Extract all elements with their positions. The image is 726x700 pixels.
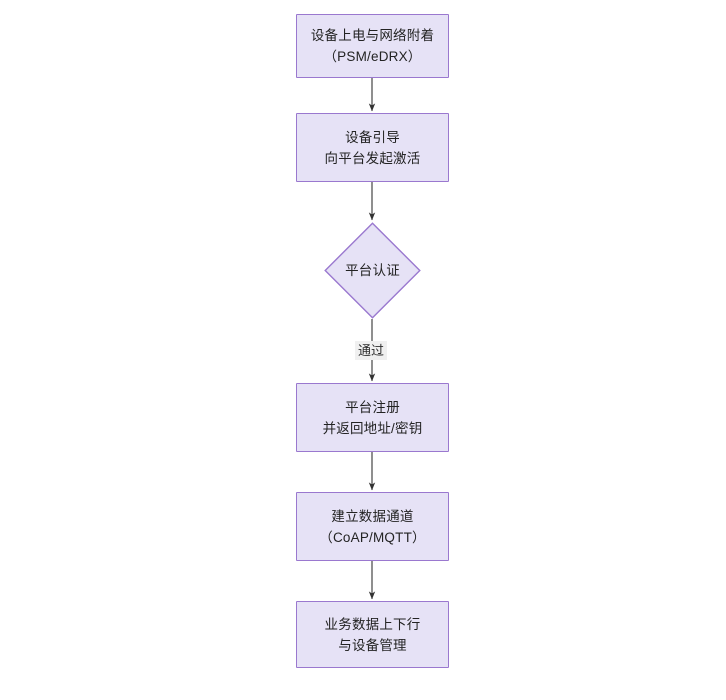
flow-node-label-line: 业务数据上下行 <box>324 616 421 632</box>
flow-node-label-line: 向平台发起激活 <box>324 150 421 166</box>
flow-node-label-line: 平台认证 <box>345 263 400 278</box>
flow-node-label-line: 与设备管理 <box>338 637 407 653</box>
flow-node-platform-auth-decision[interactable]: 平台认证 <box>324 222 421 319</box>
flow-node-platform-register[interactable]: 平台注册 并返回地址/密钥 <box>296 383 449 452</box>
flow-node-label-line: 平台注册 <box>345 399 400 415</box>
flow-node-business-data-and-device-mgmt[interactable]: 业务数据上下行 与设备管理 <box>296 601 449 668</box>
flow-node-label-line: 设备上电与网络附着 <box>310 28 435 43</box>
flow-node-device-bootstrap[interactable]: 设备引导 向平台发起激活 <box>296 113 449 182</box>
flow-node-label-line: 并返回地址/密钥 <box>322 420 423 436</box>
flow-node-device-power-on[interactable]: 设备上电与网络附着 （PSM/eDRX） <box>296 14 449 78</box>
flow-node-label-line: 建立数据通道 <box>331 508 414 524</box>
flow-node-label-line: 设备引导 <box>345 129 400 145</box>
diamond-shape-icon <box>324 222 421 319</box>
edge-label-pass: 通过 <box>355 341 388 360</box>
flow-node-label-line: （CoAP/MQTT） <box>319 529 426 545</box>
flow-node-establish-data-channel[interactable]: 建立数据通道 （CoAP/MQTT） <box>296 492 449 561</box>
flow-node-label-line: （PSM/eDRX） <box>323 49 422 64</box>
